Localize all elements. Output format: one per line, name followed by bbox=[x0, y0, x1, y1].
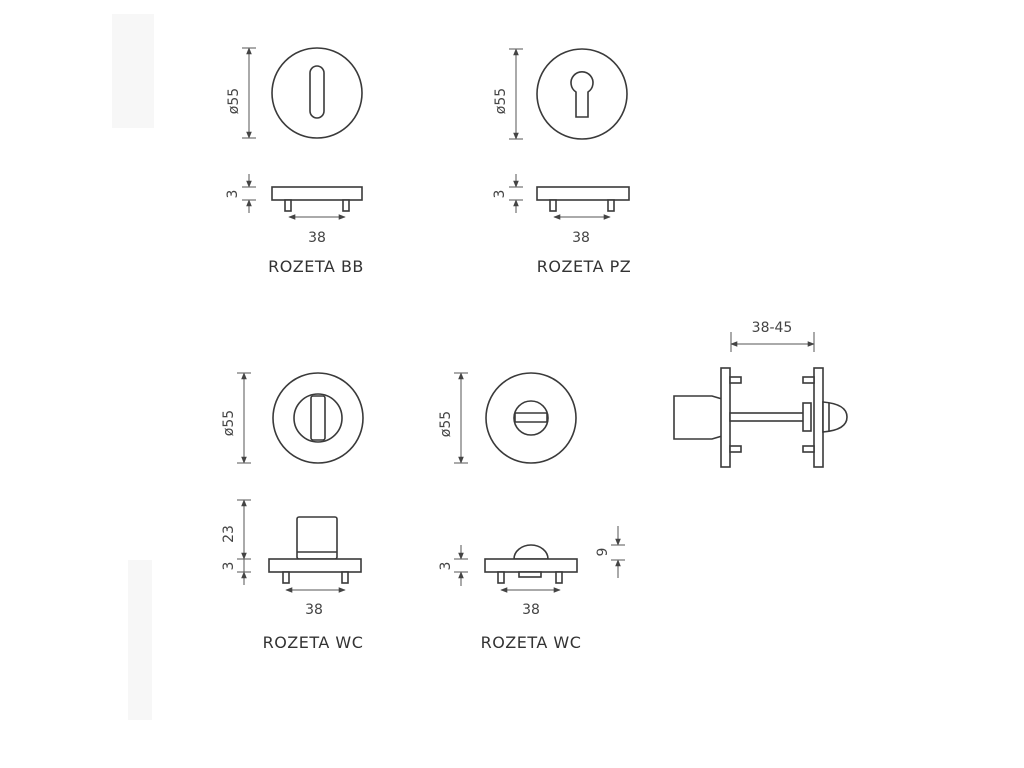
assembly-right-plate bbox=[813, 367, 824, 468]
rosette-pin bbox=[549, 199, 557, 212]
rosette-wc-indicator-top-view bbox=[485, 372, 577, 464]
rosette-bb: ø55 3 38 ROZETA BB bbox=[225, 47, 364, 276]
rosette-label: ROZETA WC bbox=[263, 633, 364, 652]
rosette-label: ROZETA PZ bbox=[537, 257, 631, 276]
spacing-label: 38 bbox=[572, 230, 590, 246]
rosette-pz-side-view bbox=[536, 186, 630, 212]
assembly-pin bbox=[802, 376, 815, 384]
rosette-wc-knob-height-dim: 23 bbox=[221, 499, 251, 560]
rosette-label: ROZETA WC bbox=[481, 633, 582, 652]
rosette-bb-thickness-dim: 3 bbox=[225, 174, 256, 213]
indicator-slot bbox=[514, 412, 548, 423]
rosette-bb-side-view bbox=[271, 186, 363, 212]
knob-grip bbox=[310, 395, 326, 441]
diameter-label: ø55 bbox=[221, 410, 237, 436]
rosette-pin bbox=[341, 571, 349, 584]
rosette-wc-knob-thickness-dim: 3 bbox=[221, 558, 251, 585]
rosette-wc-knob: ø55 23 3 38 ROZETA WC bbox=[221, 372, 364, 652]
rosette-pin bbox=[607, 199, 615, 212]
rosette-wc-indicator-thickness-dim: 3 bbox=[438, 545, 468, 586]
rosette-pz-diameter-dim: ø55 bbox=[493, 48, 523, 140]
rosette-label: ROZETA BB bbox=[268, 257, 364, 276]
rosette-wc-indicator-spindle-dim: 9 bbox=[595, 526, 625, 578]
thickness-label: 3 bbox=[221, 562, 237, 571]
spacing-label: 38 bbox=[308, 230, 326, 246]
rosette-wc-indicator-side-view bbox=[484, 544, 578, 584]
thickness-label: 3 bbox=[438, 562, 454, 571]
rosette-plate bbox=[484, 558, 578, 573]
assembly-spindle-collar bbox=[802, 402, 812, 432]
keyhole-slot bbox=[309, 65, 325, 119]
rosette-pz-top-view bbox=[536, 48, 628, 140]
knob-height-label: 23 bbox=[221, 525, 237, 543]
assembly-pin bbox=[729, 376, 742, 384]
spindle-height-label: 9 bbox=[595, 548, 611, 557]
range-label: 38-45 bbox=[752, 320, 793, 336]
rosette-wc-knob-spacing-dim: 38 bbox=[285, 587, 346, 618]
rosette-bb-top-view bbox=[271, 47, 363, 139]
rosette-plate bbox=[268, 558, 362, 573]
indicator-disc bbox=[513, 400, 549, 436]
assembly-spindle bbox=[729, 412, 809, 422]
assembly-knob bbox=[673, 395, 723, 440]
rosette-wc-indicator: ø55 3 9 38 ROZETA WC bbox=[438, 372, 625, 652]
thickness-label: 3 bbox=[225, 190, 241, 199]
assembly-indicator-dome bbox=[822, 401, 848, 433]
rosette-outline bbox=[536, 48, 628, 140]
diameter-label: ø55 bbox=[493, 88, 509, 114]
rosette-outline bbox=[271, 47, 363, 139]
rosette-pin bbox=[555, 571, 563, 584]
indicator-dome bbox=[513, 544, 549, 560]
rosette-wc-knob-diameter-dim: ø55 bbox=[221, 372, 251, 464]
background-shade bbox=[128, 560, 152, 720]
indicator-spindle bbox=[518, 571, 542, 578]
rosette-wc-indicator-diameter-dim: ø55 bbox=[438, 372, 468, 464]
rosette-pin bbox=[497, 571, 505, 584]
cylinder-keyhole bbox=[570, 71, 594, 118]
rosette-bb-diameter-dim: ø55 bbox=[226, 47, 256, 139]
rosette-outline bbox=[485, 372, 577, 464]
rosette-plate bbox=[271, 186, 363, 201]
knob-outline bbox=[293, 393, 343, 443]
diameter-label: ø55 bbox=[226, 88, 242, 114]
rosette-plate bbox=[536, 186, 630, 201]
spacing-label: 38 bbox=[305, 602, 323, 618]
rosette-wc-knob-top-view bbox=[272, 372, 364, 464]
rosette-pin bbox=[284, 199, 292, 212]
assembly-range-dim: 38-45 bbox=[730, 320, 815, 352]
assembly-pin bbox=[802, 445, 815, 453]
rosette-wc-knob-side-view bbox=[268, 516, 362, 584]
rosette-outline bbox=[272, 372, 364, 464]
diameter-label: ø55 bbox=[438, 411, 454, 437]
thickness-label: 3 bbox=[492, 190, 508, 199]
wc-assembly-side-view: 38-45 bbox=[673, 320, 848, 468]
background-shade bbox=[112, 14, 154, 128]
assembly-pin bbox=[729, 445, 742, 453]
rosette-pz-thickness-dim: 3 bbox=[492, 174, 523, 213]
rosette-pz-spacing-dim: 38 bbox=[553, 214, 611, 246]
rosette-pz: ø55 3 38 ROZETA PZ bbox=[492, 48, 631, 276]
rosette-wc-indicator-spacing-dim: 38 bbox=[500, 587, 561, 618]
rosette-bb-spacing-dim: 38 bbox=[288, 214, 346, 246]
rosette-pin bbox=[282, 571, 290, 584]
assembly-left-plate bbox=[720, 367, 731, 468]
rosette-pin bbox=[342, 199, 350, 212]
spacing-label: 38 bbox=[522, 602, 540, 618]
